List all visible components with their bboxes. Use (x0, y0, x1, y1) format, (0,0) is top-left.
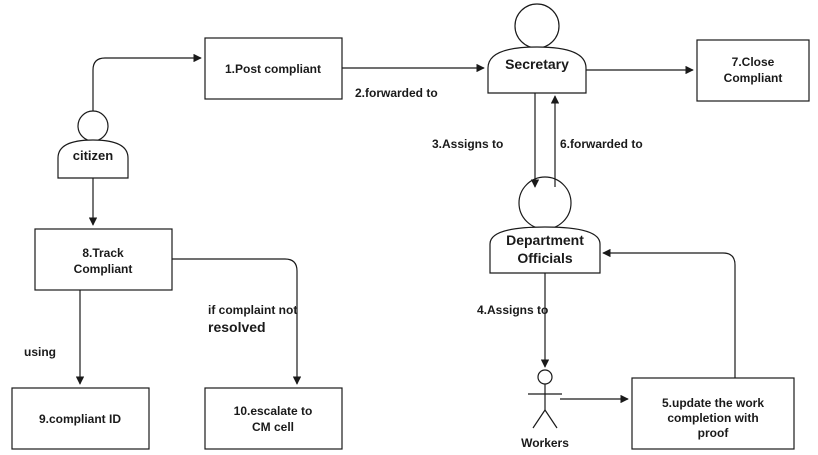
compliant-id-box: 9.compliant ID (11, 387, 150, 450)
label-forwarded-to-6: 6.forwarded to (560, 137, 643, 151)
citizen-body-icon (57, 139, 129, 179)
escalate-label-line1: 10.escalate to (234, 404, 313, 418)
close-compliant-box: 7.Close Compliant (696, 39, 810, 102)
escalate-label-line2: CM cell (252, 420, 294, 434)
label-forwarded-to-2: 2.forwarded to (355, 86, 438, 100)
update-work-label-line3: proof (698, 426, 730, 440)
update-work-label-line1: 5.update the work (662, 396, 764, 410)
track-compliant-label-line1: 8.Track (82, 246, 124, 260)
track-compliant-box: 8.Track Compliant (34, 228, 173, 291)
department-label-line2: Officials (517, 250, 572, 266)
worker-left-leg-icon (532, 409, 546, 429)
compliant-id-label: 9.compliant ID (39, 412, 121, 426)
label-using: using (24, 345, 56, 359)
citizen-actor: citizen (57, 110, 129, 179)
department-officials-actor: Department Officials (489, 176, 601, 274)
edge-update-to-department (602, 248, 736, 378)
post-compliant-label: 1.Post compliant (225, 62, 321, 76)
department-label-line1: Department (506, 232, 584, 248)
department-head-icon (518, 176, 572, 230)
update-work-label-line2: completion with (667, 411, 758, 425)
update-work-box: 5.update the work completion with proof (631, 377, 795, 450)
workers-label: Workers (521, 436, 569, 450)
workers-actor: Workers (521, 369, 569, 450)
edge-citizen-to-post (92, 53, 202, 111)
citizen-head-icon (77, 110, 109, 142)
department-body-icon (489, 226, 601, 274)
secretary-body-icon (487, 46, 587, 94)
escalate-box: 10.escalate to CM cell (204, 387, 343, 450)
worker-right-leg-icon (544, 409, 558, 429)
edge-track-to-escalate (172, 258, 302, 385)
label-not-resolved-line1: if complaint not (208, 303, 297, 317)
secretary-actor: Secretary (487, 3, 587, 94)
label-assigns-to-4: 4.Assigns to (477, 303, 548, 317)
track-compliant-label-line2: Compliant (74, 262, 133, 276)
worker-head-icon (537, 369, 553, 385)
label-assigns-to-3: 3.Assigns to (432, 137, 503, 151)
close-compliant-label-line2: Compliant (724, 71, 783, 85)
citizen-label: citizen (73, 148, 114, 163)
secretary-label: Secretary (505, 56, 569, 72)
label-not-resolved-line2: resolved (208, 319, 266, 335)
post-compliant-box: 1.Post compliant (204, 37, 343, 100)
close-compliant-label-line1: 7.Close (732, 55, 775, 69)
secretary-head-icon (514, 3, 560, 49)
